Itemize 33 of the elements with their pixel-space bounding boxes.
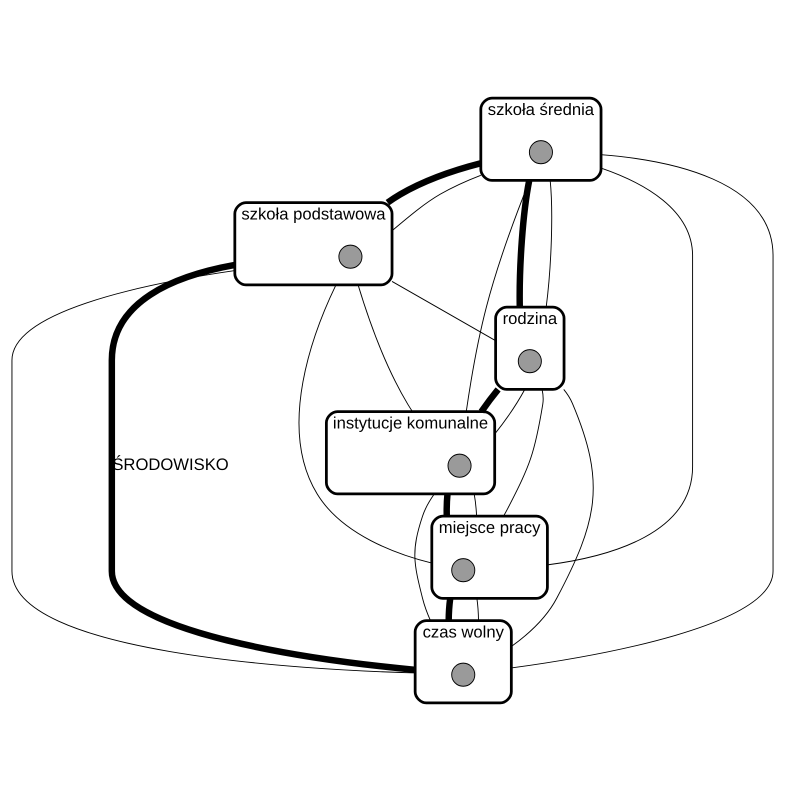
connector — [12, 270, 416, 673]
connector — [510, 154, 774, 668]
connector — [414, 492, 435, 621]
connector — [445, 597, 454, 620]
connector — [443, 493, 451, 516]
connector — [476, 597, 479, 621]
edge-label: ŚRODOWISKO — [112, 454, 229, 474]
connector — [474, 492, 478, 516]
cluster: miejsce pracy — [430, 514, 549, 600]
cluster: czas wolny — [414, 618, 513, 704]
connector — [358, 284, 413, 412]
connector — [298, 284, 432, 564]
cluster: instytucje komunalne — [325, 410, 496, 495]
connector — [510, 388, 594, 646]
cluster: szkoła podstawowa — [233, 200, 394, 286]
connector — [386, 160, 482, 205]
node-circle — [338, 244, 362, 268]
connector — [503, 388, 544, 516]
node-circle — [451, 662, 476, 686]
cluster: szkoła średnia — [479, 96, 602, 182]
node-circle — [451, 558, 476, 582]
connector — [392, 280, 496, 341]
connector — [546, 167, 694, 565]
cluster: rodzina — [494, 305, 566, 390]
connector — [478, 386, 501, 413]
node-circle — [528, 140, 553, 164]
node-circle — [448, 453, 472, 478]
connector — [108, 261, 416, 673]
connector — [516, 179, 532, 307]
connector — [546, 179, 552, 308]
node-circle — [518, 348, 542, 373]
connector — [392, 174, 482, 231]
connector — [494, 388, 526, 434]
